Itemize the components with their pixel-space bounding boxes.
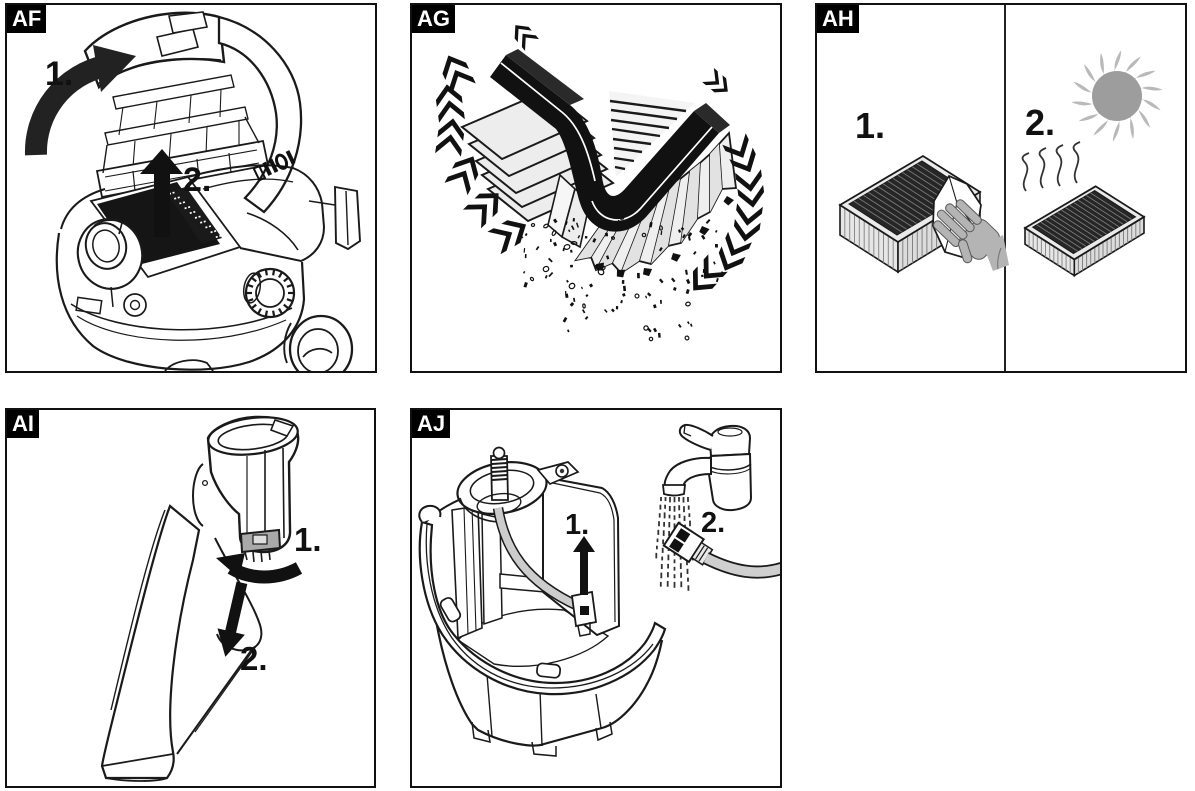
svg-text:1.: 1. (294, 521, 322, 558)
svg-text:2.: 2. (1025, 102, 1055, 143)
svg-text:2.: 2. (183, 161, 211, 199)
svg-text:1.: 1. (855, 105, 885, 146)
svg-text:1.: 1. (45, 55, 73, 93)
svg-text:1.: 1. (565, 509, 589, 541)
svg-text:2.: 2. (240, 640, 268, 677)
svg-text:2.: 2. (701, 507, 725, 539)
